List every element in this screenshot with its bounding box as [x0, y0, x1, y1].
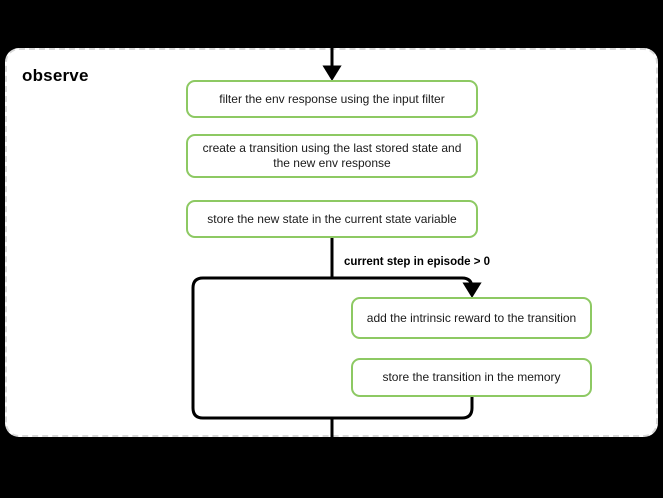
node-add-intrinsic-reward[interactable]: add the intrinsic reward to the transiti… — [351, 297, 592, 339]
node-filter-env-response[interactable]: filter the env response using the input … — [186, 80, 478, 118]
node-create-transition[interactable]: create a transition using the last store… — [186, 134, 478, 178]
node-store-new-state[interactable]: store the new state in the current state… — [186, 200, 478, 238]
node-store-transition-memory[interactable]: store the transition in the memory — [351, 358, 592, 397]
edge-merge-branch — [332, 397, 474, 420]
edge-condition-branch — [332, 276, 482, 298]
group-title: observe — [22, 66, 89, 85]
edge-condition-label: current step in episode > 0 — [344, 256, 491, 268]
edge-skip-branch — [191, 276, 332, 420]
